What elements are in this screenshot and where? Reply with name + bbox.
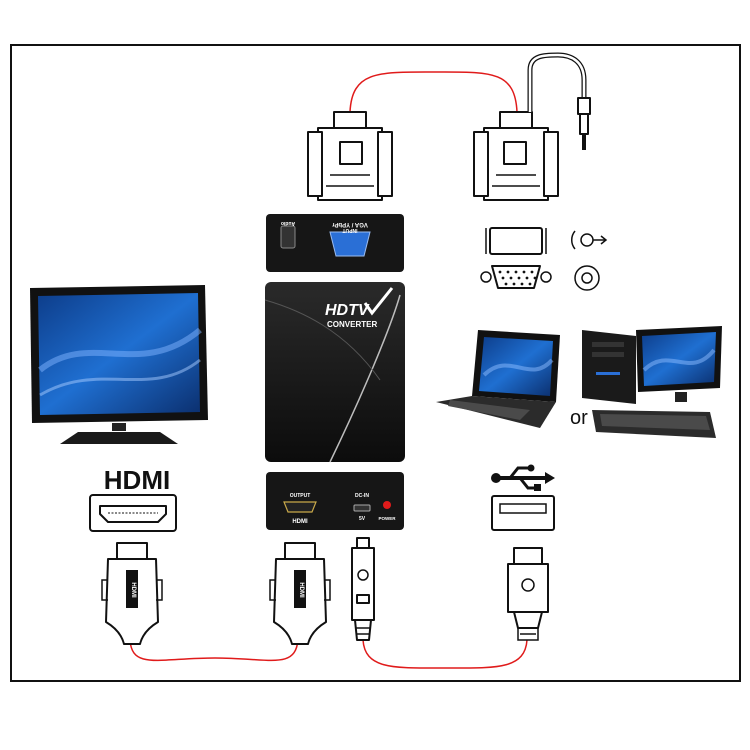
svg-text:HDMI: HDMI [298,582,304,598]
audio-plug [527,52,591,150]
brand-subtitle: CONVERTER [327,320,377,329]
tv-monitor-icon [30,285,208,444]
dc-in-label: DC-IN [355,493,369,499]
hdmi-plug-right-icon: HDMI [269,542,331,645]
checkmark-icon [363,287,394,316]
hdmi-logo: HDMI [104,465,170,495]
or-label: or [570,407,588,429]
hdmi-port-label: HDMI [292,519,308,525]
mini-usb-plug-icon [351,537,375,641]
converter-body: HDTV CONVERTER [264,282,405,463]
usb-plug-icon [507,547,549,641]
power-led [383,501,391,509]
hdmi-plug-icon: HDMI [101,542,163,645]
usb-cable [362,639,528,669]
diagram-frame [10,44,741,682]
vga-connector-icon [480,227,552,289]
laptop-icon [436,330,560,428]
hdmi-cable [129,639,299,662]
vga-input-sub-label: INPUT [343,227,358,233]
audio-jack-icon [571,230,608,291]
converter-input-panel: Audio VGA / YPbPr INPUT [266,214,404,272]
brand-logo: HDTV [325,302,370,319]
vga-plug-right [473,111,559,201]
power-label: POWER [378,516,396,521]
vga-input-label: VGA / YPbPr [332,221,368,227]
usb-symbol-icon [491,464,555,491]
svg-text:HDMI: HDMI [130,582,136,598]
vga-plug-left [307,111,393,201]
dc-5v-label: 5V [359,516,366,522]
vga-cable [349,71,518,113]
output-label: OUTPUT [290,493,311,499]
hdmi-port-icon [89,494,177,532]
converter-output-panel: OUTPUT HDMI DC-IN 5V POWER [266,472,404,530]
desktop-pc-icon [582,326,722,438]
audio-port-label: Audio [281,220,295,226]
usb-port-icon [491,495,555,531]
